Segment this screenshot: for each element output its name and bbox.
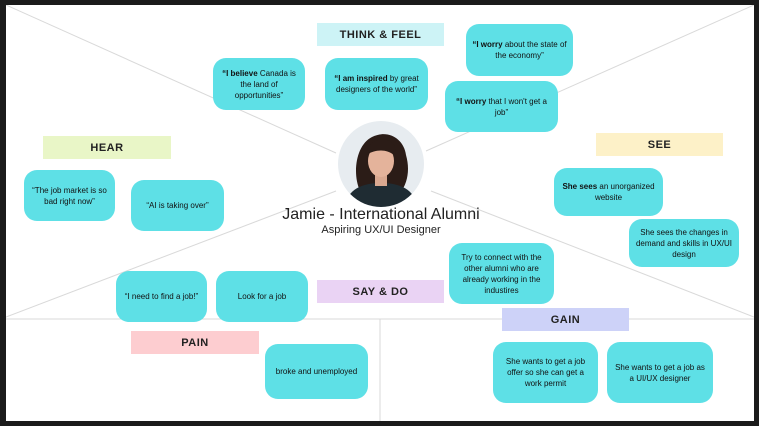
label-gain: GAIN bbox=[502, 308, 629, 331]
label-see: SEE bbox=[596, 133, 723, 156]
divider-top-left bbox=[6, 5, 337, 154]
note-need-job: “I need to find a job!” bbox=[116, 271, 207, 322]
note-sees-website-bold: She sees bbox=[562, 182, 598, 191]
note-connect-alumni: Try to connect with the other alumni who… bbox=[449, 243, 554, 304]
divider-bottom-left bbox=[6, 190, 337, 318]
note-look-job: Look for a job bbox=[216, 271, 308, 322]
note-believe-canada: “I believe Canada is the land of opportu… bbox=[213, 58, 305, 110]
note-worry-job-bold: “I worry bbox=[456, 96, 487, 106]
note-inspired-designers-bold: “I am inspired bbox=[334, 74, 388, 83]
note-broke-unemployed: broke and unemployed bbox=[265, 344, 368, 399]
label-hear: HEAR bbox=[43, 136, 171, 159]
note-ai-taking-over: “AI is taking over” bbox=[131, 180, 224, 231]
note-believe-canada-text: Canada is the land of opportunities” bbox=[234, 68, 296, 100]
note-worry-job-text: that I won't get a job” bbox=[486, 96, 547, 117]
note-sees-changes: She sees the changes in demand and skill… bbox=[629, 219, 739, 267]
label-say-do: SAY & DO bbox=[317, 280, 444, 303]
note-sees-website-text: an unorganized website bbox=[594, 182, 655, 202]
note-worry-economy: “I worry about the state of the economy” bbox=[466, 24, 573, 76]
note-uiux-designer: She wants to get a job as a UI/UX design… bbox=[607, 342, 713, 403]
note-inspired-designers: “I am inspired by great designers of the… bbox=[325, 58, 428, 110]
persona-role: Aspiring UX/UI Designer bbox=[321, 224, 441, 236]
label-pain: PAIN bbox=[131, 331, 259, 354]
note-worry-economy-bold: “I worry bbox=[472, 40, 503, 49]
label-think-feel: THINK & FEEL bbox=[317, 23, 444, 46]
note-worry-economy-text: about the state of the economy” bbox=[495, 40, 567, 60]
persona-name: Jamie - International Alumni bbox=[282, 206, 480, 223]
note-sees-website: She sees an unorganized website bbox=[554, 168, 663, 216]
note-work-permit: She wants to get a job offer so she can … bbox=[493, 342, 598, 403]
note-worry-job: “I worry that I won't get a job” bbox=[445, 81, 558, 132]
divider-bottom-right bbox=[430, 190, 754, 318]
note-believe-canada-bold: “I believe bbox=[222, 68, 258, 78]
persona-avatar bbox=[338, 121, 424, 207]
note-inspired-designers-text: by great designers of the world” bbox=[336, 74, 419, 94]
empathy-map-canvas: THINK & FEEL HEAR SEE SAY & DO PAIN GAIN… bbox=[6, 5, 754, 421]
note-job-market: “The job market is so bad right now” bbox=[24, 170, 115, 221]
